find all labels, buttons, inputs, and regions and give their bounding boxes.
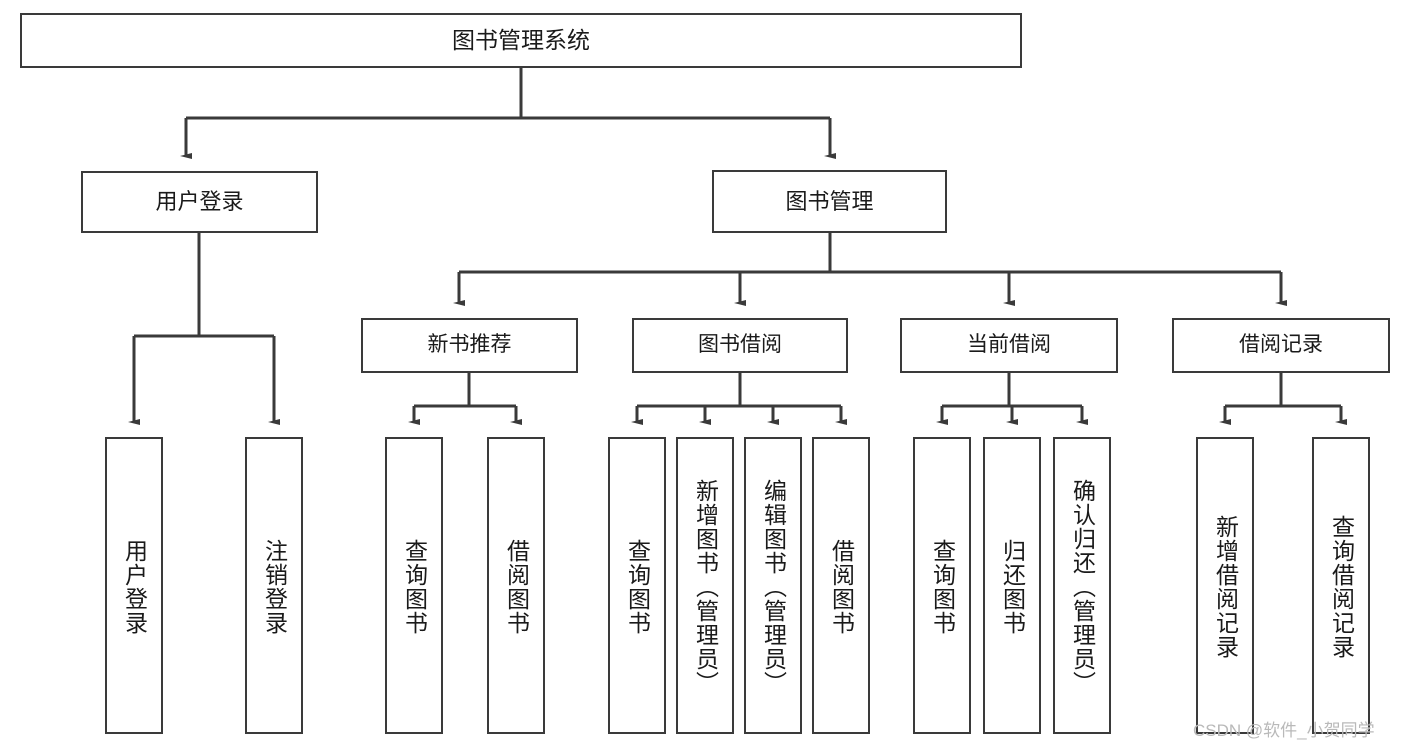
node-book-borrow[interactable]: 图书借阅	[632, 318, 848, 373]
node-current-borrow-label: 当前借阅	[967, 333, 1051, 357]
node-leaf-query-book-rec[interactable]: 查询图书	[385, 437, 443, 734]
node-leaf-query-record-label: 查询借阅记录	[1328, 514, 1355, 659]
node-root-label: 图书管理系统	[452, 26, 590, 53]
node-leaf-add-record[interactable]: 新增借阅记录	[1196, 437, 1254, 734]
node-leaf-add-book[interactable]: 新增图书（管理员）	[676, 437, 734, 734]
node-leaf-query-book-borrow[interactable]: 查询图书	[608, 437, 666, 734]
node-user-login[interactable]: 用户登录	[81, 171, 318, 233]
node-book-manage[interactable]: 图书管理	[712, 170, 947, 233]
node-leaf-logout[interactable]: 注销登录	[245, 437, 303, 734]
node-user-login-label: 用户登录	[155, 189, 244, 215]
node-root[interactable]: 图书管理系统	[20, 13, 1022, 68]
node-leaf-borrow-book-rec-label: 借阅图书	[503, 538, 530, 635]
node-borrow-record[interactable]: 借阅记录	[1172, 318, 1390, 373]
node-leaf-edit-book[interactable]: 编辑图书（管理员）	[744, 437, 802, 734]
node-borrow-record-label: 借阅记录	[1239, 333, 1323, 357]
node-leaf-user-login-label: 用户登录	[121, 538, 148, 635]
node-leaf-return-book-label: 归还图书	[999, 538, 1026, 635]
watermark: CSDN @软件_小贺同学	[1193, 721, 1375, 740]
node-current-borrow[interactable]: 当前借阅	[900, 318, 1118, 373]
node-leaf-borrow-book[interactable]: 借阅图书	[812, 437, 870, 734]
node-leaf-query-book-current-label: 查询图书	[929, 538, 956, 635]
node-leaf-user-login[interactable]: 用户登录	[105, 437, 163, 734]
node-new-book-rec-label: 新书推荐	[427, 333, 512, 357]
node-leaf-confirm-return[interactable]: 确认归还（管理员）	[1053, 437, 1111, 734]
node-leaf-borrow-book-label: 借阅图书	[828, 538, 855, 635]
node-leaf-logout-label: 注销登录	[261, 538, 288, 635]
node-leaf-confirm-return-label: 确认归还（管理员）	[1069, 478, 1096, 695]
node-leaf-query-book-current[interactable]: 查询图书	[913, 437, 971, 734]
node-book-borrow-label: 图书借阅	[698, 333, 782, 357]
node-leaf-query-record[interactable]: 查询借阅记录	[1312, 437, 1370, 734]
node-leaf-query-book-rec-label: 查询图书	[401, 538, 428, 635]
node-leaf-add-book-label: 新增图书（管理员）	[692, 478, 719, 695]
node-leaf-borrow-book-rec[interactable]: 借阅图书	[487, 437, 545, 734]
node-leaf-return-book[interactable]: 归还图书	[983, 437, 1041, 734]
node-new-book-rec[interactable]: 新书推荐	[361, 318, 578, 373]
node-book-manage-label: 图书管理	[785, 188, 874, 214]
node-leaf-query-book-borrow-label: 查询图书	[624, 538, 651, 635]
node-leaf-add-record-label: 新增借阅记录	[1212, 514, 1239, 659]
node-leaf-edit-book-label: 编辑图书（管理员）	[760, 478, 787, 695]
